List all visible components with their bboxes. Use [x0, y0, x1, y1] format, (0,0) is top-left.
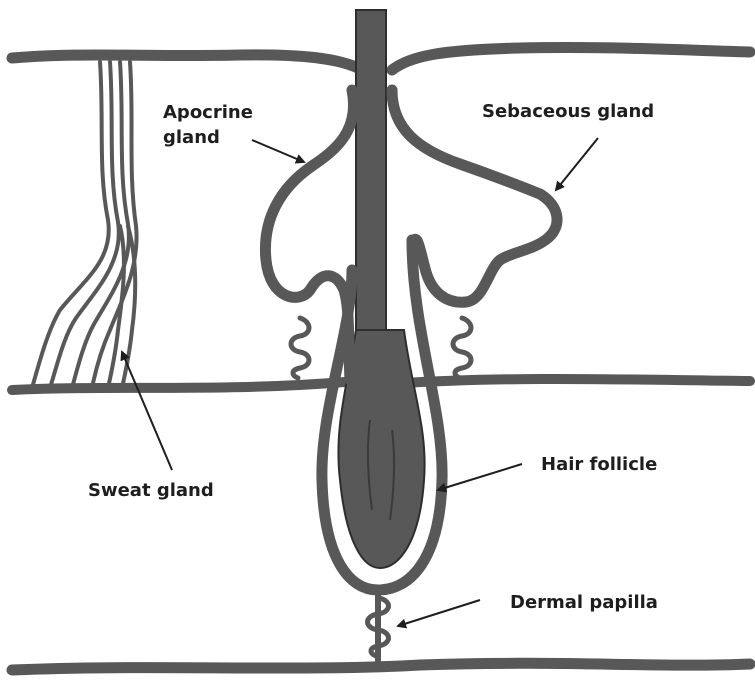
dermal-papilla-label: Dermal papilla [510, 592, 658, 613]
hair-shaft [356, 10, 386, 350]
epidermis-top-line [12, 55, 362, 70]
sweat-gland-arrow [122, 352, 172, 470]
apocrine-gland-label-line2: gland [163, 127, 220, 148]
apocrine-arrow [252, 140, 304, 162]
sweat-gland-shape [32, 62, 137, 388]
apocrine-gland-label-line1: Apocrine [163, 102, 253, 123]
sweat-gland-label: Sweat gland [88, 480, 214, 501]
sebaceous-gland-label: Sebaceous gland [482, 101, 654, 122]
dermal-papilla-arrow [398, 600, 480, 626]
hair-follicle-arrow [438, 464, 522, 490]
sebaceous-arrow [556, 138, 598, 190]
epidermis-top-line-right [392, 47, 750, 70]
hair-follicle-label: Hair follicle [541, 454, 657, 475]
